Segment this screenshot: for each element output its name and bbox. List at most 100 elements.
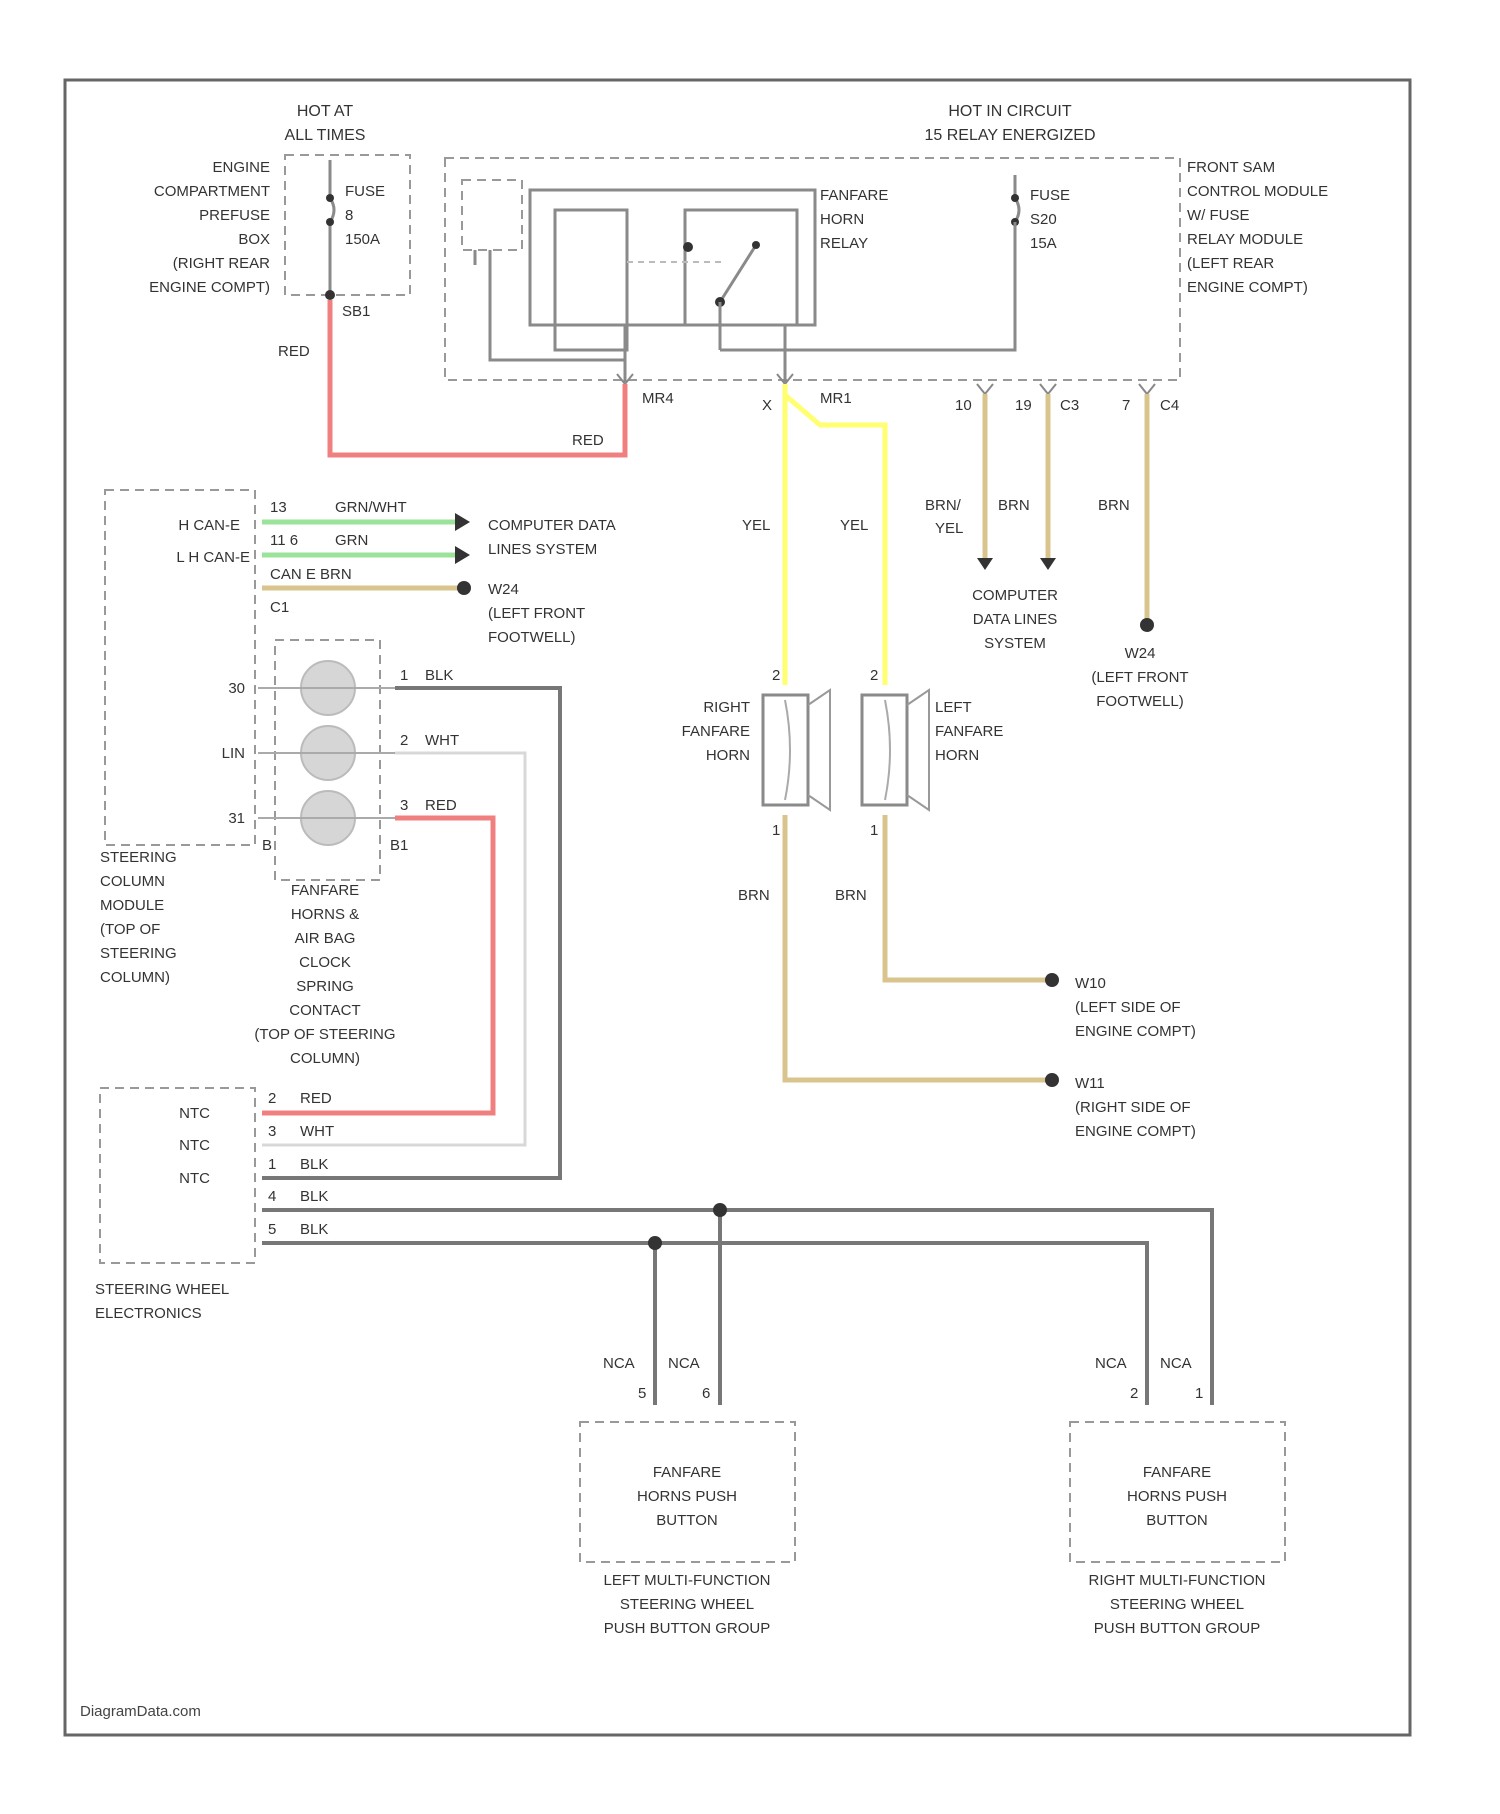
w24-right-3: FOOTWELL) xyxy=(1096,693,1184,710)
yel-wire-label-1: YEL xyxy=(742,517,770,534)
sb1-terminal xyxy=(325,290,335,300)
w11-label-2: (RIGHT SIDE OF xyxy=(1075,1099,1191,1116)
fuse-8-symbol xyxy=(326,160,334,295)
w24-left-2: (LEFT FRONT xyxy=(488,605,585,622)
cs-red-label: RED xyxy=(425,797,457,814)
brn-label-19: BRN xyxy=(998,497,1030,514)
splice-pin-5 xyxy=(648,1236,662,1250)
pin-10: 10 xyxy=(955,397,972,414)
ntc-label-3: NTC xyxy=(179,1170,210,1187)
left-btn-label-2: HORNS PUSH xyxy=(637,1488,737,1505)
red-wire-cs-3 xyxy=(262,818,493,1113)
right-fanfare-horn xyxy=(763,690,830,810)
prefuse-box-label: ENGINE COMPARTMENT PREFUSE BOX (RIGHT RE… xyxy=(149,159,270,296)
steering-wheel-electronics xyxy=(100,1088,255,1263)
svg-text:(TOP OF STEERING: (TOP OF STEERING xyxy=(254,1026,395,1043)
left-group-label-1: LEFT MULTI-FUNCTION xyxy=(604,1572,771,1589)
h-can-pin: 13 xyxy=(270,499,287,516)
swe-pin-5: 5 xyxy=(268,1221,276,1238)
w24-right-2: (LEFT FRONT xyxy=(1091,669,1188,686)
left-fanfare-horn xyxy=(862,690,929,810)
red-wire-label-2: RED xyxy=(572,432,604,449)
fuse-8-number: 8 xyxy=(345,207,353,224)
right-horn-pin-top: 2 xyxy=(772,667,780,684)
w10-label-2: (LEFT SIDE OF xyxy=(1075,999,1181,1016)
svg-text:ENGINE: ENGINE xyxy=(212,159,270,176)
svg-text:STEERING: STEERING xyxy=(100,849,177,866)
svg-text:ENGINE COMPT): ENGINE COMPT) xyxy=(149,279,270,296)
brn-yel-label-1: BRN/ xyxy=(925,497,962,514)
data-lines-arrow-2 xyxy=(1040,558,1056,570)
splice-pin-4 xyxy=(713,1203,727,1217)
cs-pin-lin: LIN xyxy=(222,745,245,762)
cs-pin-b: B xyxy=(262,837,272,854)
left-horn-pin-bottom: 1 xyxy=(870,822,878,839)
svg-text:HORNS &: HORNS & xyxy=(291,906,359,923)
computer-data-lines-1: COMPUTER xyxy=(972,587,1058,604)
can-dest-1: COMPUTER DATA xyxy=(488,517,616,534)
left-group-label-3: PUSH BUTTON GROUP xyxy=(604,1620,770,1637)
blk-wire-pin-5 xyxy=(262,1243,1147,1405)
cs-pin-30: 30 xyxy=(228,680,245,697)
left-btn-label-1: FANFARE xyxy=(653,1464,721,1481)
l-can-pin: 11 6 xyxy=(270,532,298,549)
svg-text:(LEFT REAR: (LEFT REAR xyxy=(1187,255,1274,272)
right-horn-pin-bottom: 1 xyxy=(772,822,780,839)
left-horn-pin-top: 2 xyxy=(870,667,878,684)
can-e-pin: CAN E BRN xyxy=(270,566,352,583)
left-horn-label-1: LEFT xyxy=(935,699,972,716)
right-group-label-2: STEERING WHEEL xyxy=(1110,1596,1244,1613)
cs-pin-2: 2 xyxy=(400,732,408,749)
left-horn-label-2: FANFARE xyxy=(935,723,1003,740)
right-btn-pin-1: 1 xyxy=(1195,1385,1203,1402)
grn-wht-label: GRN/WHT xyxy=(335,499,407,516)
right-btn-label-2: HORNS PUSH xyxy=(1127,1488,1227,1505)
computer-data-lines-3: SYSTEM xyxy=(984,635,1046,652)
brn-label-7: BRN xyxy=(1098,497,1130,514)
swe-red-label: RED xyxy=(300,1090,332,1107)
prefuse-box xyxy=(285,155,410,295)
fuse-8-name: FUSE xyxy=(345,183,385,200)
right-btn-pin-2: 2 xyxy=(1130,1385,1138,1402)
right-btn-label-3: BUTTON xyxy=(1146,1512,1207,1529)
w24-ground-right xyxy=(1140,618,1154,632)
swe-label-1: STEERING WHEEL xyxy=(95,1281,229,1298)
svg-text:FANFARE: FANFARE xyxy=(291,882,359,899)
pin-19: 19 xyxy=(1015,397,1032,414)
right-horn-label-2: FANFARE xyxy=(682,723,750,740)
ntc-label-1: NTC xyxy=(179,1105,210,1122)
swe-label-2: ELECTRONICS xyxy=(95,1305,202,1322)
nca-label-2: NCA xyxy=(668,1355,700,1372)
brn-yel-label-2: YEL xyxy=(935,520,963,537)
relay-label-3: RELAY xyxy=(820,235,868,252)
svg-text:COLUMN: COLUMN xyxy=(100,873,165,890)
fuse-s20-symbol xyxy=(1011,175,1019,245)
swe-wht-label: WHT xyxy=(300,1123,334,1140)
brn-wire-left-horn-ground xyxy=(885,815,1050,980)
steering-column-module-label: STEERING COLUMN MODULE (TOP OF STEERING … xyxy=(100,849,177,986)
hot-at-all-times-label: HOT AT xyxy=(297,103,354,120)
grn-label: GRN xyxy=(335,532,368,549)
w10-label-1: W10 xyxy=(1075,975,1106,992)
fuse-8-rating: 150A xyxy=(345,231,380,248)
nca-label-3: NCA xyxy=(1095,1355,1127,1372)
svg-text:BOX: BOX xyxy=(238,231,270,248)
svg-text:COMPARTMENT: COMPARTMENT xyxy=(154,183,270,200)
steering-column-module xyxy=(105,490,255,845)
right-group-label-3: PUSH BUTTON GROUP xyxy=(1094,1620,1260,1637)
cs-wht-label: WHT xyxy=(425,732,459,749)
w10-ground xyxy=(1045,973,1059,987)
svg-text:CONTACT: CONTACT xyxy=(289,1002,360,1019)
cs-blk-label: BLK xyxy=(425,667,453,684)
left-btn-pin-5: 5 xyxy=(638,1385,646,1402)
computer-data-lines-2: DATA LINES xyxy=(973,611,1057,628)
front-sam-module-label: FRONT SAM CONTROL MODULE W/ FUSE RELAY M… xyxy=(1187,159,1328,296)
svg-text:MODULE: MODULE xyxy=(100,897,164,914)
brn-wire-right-horn-ground xyxy=(785,815,1050,1080)
swe-pin-1: 1 xyxy=(268,1156,276,1173)
svg-text:ENGINE COMPT): ENGINE COMPT) xyxy=(1187,279,1308,296)
w24-left-1: W24 xyxy=(488,581,519,598)
right-group-label-1: RIGHT MULTI-FUNCTION xyxy=(1089,1572,1266,1589)
svg-text:PREFUSE: PREFUSE xyxy=(199,207,270,224)
